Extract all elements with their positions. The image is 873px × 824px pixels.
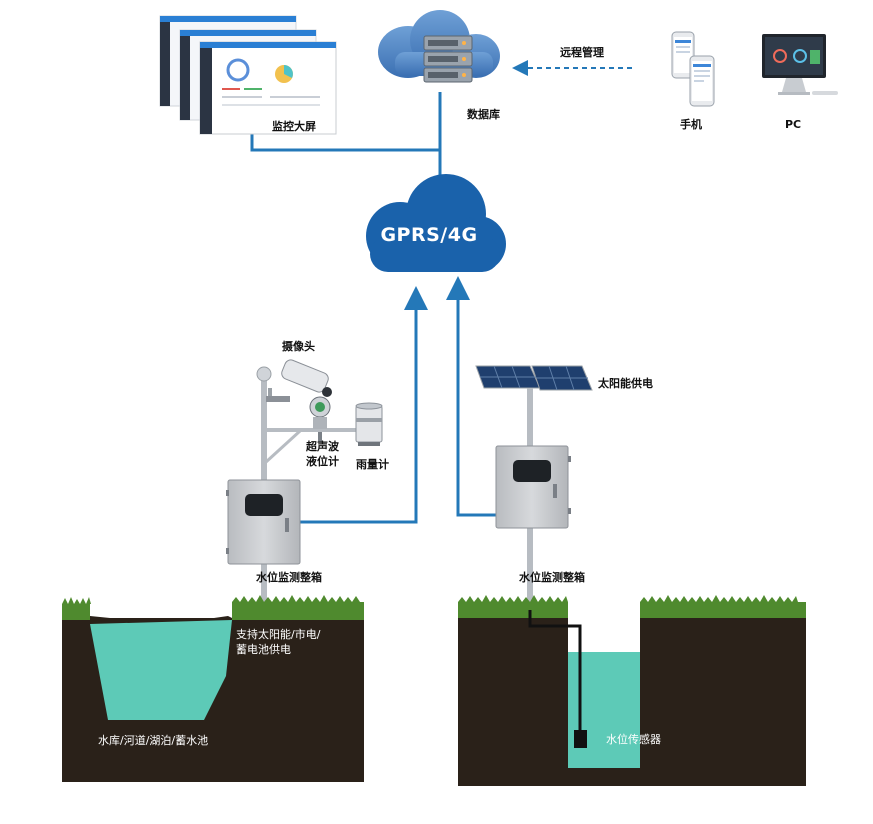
right-cabinet <box>495 445 571 529</box>
right-ground <box>458 595 806 786</box>
ultrasonic-label-line1: 超声波 <box>306 440 339 453</box>
pc-label: PC <box>785 118 802 131</box>
left-uplink <box>300 286 428 524</box>
left-ground <box>62 595 364 782</box>
solar-power-label: 太阳能供电 <box>598 377 653 390</box>
database-label: 数据库 <box>467 108 500 121</box>
monitor-screens <box>159 15 337 135</box>
right-station <box>458 365 806 786</box>
power-support-line1: 支持太阳能/市电/ <box>236 628 321 641</box>
pc-icon <box>762 34 838 95</box>
phone-icon <box>671 31 715 107</box>
database-icon <box>378 10 500 83</box>
solar-panel-icon <box>475 365 593 391</box>
ultrasonic-label-line2: 液位计 <box>306 455 339 468</box>
left-cabinet <box>226 479 301 565</box>
gprs-cloud <box>366 174 506 272</box>
right-uplink <box>446 276 496 517</box>
power-support-line2: 蓄电池供电 <box>236 643 291 656</box>
front-screen <box>199 41 337 135</box>
remote-mgmt-label: 远程管理 <box>560 46 604 59</box>
rain-gauge-label: 雨量计 <box>356 458 389 471</box>
network-label: GPRS/4G <box>380 224 478 246</box>
left-station <box>62 359 383 782</box>
phone-label: 手机 <box>680 118 702 131</box>
connection-lines <box>250 60 632 524</box>
left-station-label: 水位监测整箱 <box>256 571 322 584</box>
camera-icon <box>266 359 332 402</box>
right-station-label: 水位监测整箱 <box>519 571 585 584</box>
sensor-cable <box>528 610 582 732</box>
water-sensor-icon <box>574 730 587 748</box>
water-sensor-label: 水位传感器 <box>606 733 661 746</box>
ultrasonic-level-meter-icon <box>309 396 331 442</box>
camera-label: 摄像头 <box>282 340 315 353</box>
rain-gauge-icon <box>355 402 383 446</box>
monitor-screen-label: 监控大屏 <box>272 120 316 133</box>
water-body-label: 水库/河道/湖泊/蓄水池 <box>98 734 209 747</box>
